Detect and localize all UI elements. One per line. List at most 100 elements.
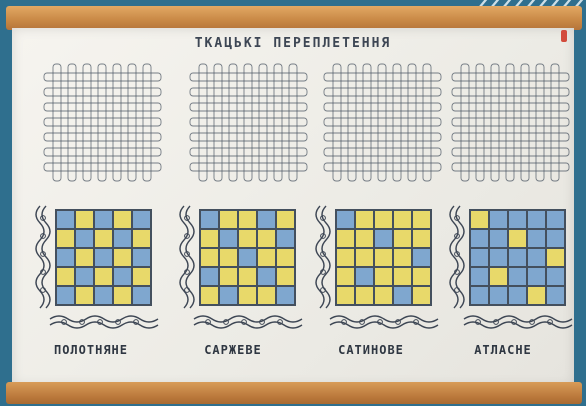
weave-cell xyxy=(258,287,275,304)
weave-cell xyxy=(413,249,430,266)
weave-cell xyxy=(133,230,150,247)
weave-cell xyxy=(57,287,74,304)
caption-atlas: АТЛАСНЕ xyxy=(448,343,558,357)
weave-cell xyxy=(258,230,275,247)
weave-cell xyxy=(413,268,430,285)
weave-cell xyxy=(337,268,354,285)
weave-cell xyxy=(509,230,526,247)
weave-cell xyxy=(356,268,373,285)
caption-plain: ПОЛОТНЯНЕ xyxy=(36,343,146,357)
weave-cell xyxy=(547,230,564,247)
weave-cell xyxy=(547,287,564,304)
weave-cell xyxy=(201,230,218,247)
weave-cell xyxy=(413,230,430,247)
weave-cell xyxy=(76,287,93,304)
weave-cell xyxy=(337,230,354,247)
weave-cell xyxy=(547,268,564,285)
weave-cell xyxy=(490,211,507,228)
weave-cell xyxy=(509,211,526,228)
weave-cell xyxy=(220,211,237,228)
weave-cell xyxy=(277,230,294,247)
weave-cell xyxy=(471,211,488,228)
weave-cell xyxy=(375,249,392,266)
weave-cell xyxy=(277,249,294,266)
weave-cell xyxy=(509,249,526,266)
weave-cell xyxy=(133,249,150,266)
weave-cell xyxy=(76,268,93,285)
weave-cell xyxy=(528,287,545,304)
weave-cell xyxy=(57,211,74,228)
weave-cell xyxy=(239,287,256,304)
weave-cell xyxy=(239,249,256,266)
weave-cell xyxy=(394,268,411,285)
weave-cell xyxy=(277,268,294,285)
weave-cell xyxy=(337,211,354,228)
weave-cell xyxy=(356,287,373,304)
weave-cell xyxy=(258,211,275,228)
weave-cell xyxy=(547,211,564,228)
weave-cell xyxy=(490,249,507,266)
weave-cell xyxy=(490,230,507,247)
weave-cell xyxy=(394,287,411,304)
weave-cell xyxy=(509,287,526,304)
weave-cell xyxy=(528,230,545,247)
weave-cell xyxy=(471,268,488,285)
weave-cell xyxy=(114,230,131,247)
weave-cell xyxy=(375,287,392,304)
weave-cell xyxy=(133,287,150,304)
caption-twill: САРЖЕВЕ xyxy=(178,343,288,357)
weave-cell xyxy=(220,249,237,266)
weave-cell xyxy=(239,230,256,247)
weave-cell xyxy=(471,249,488,266)
weave-cell xyxy=(57,230,74,247)
weave-cell xyxy=(133,268,150,285)
weave-cell xyxy=(76,249,93,266)
weave-cell xyxy=(413,211,430,228)
weave-cell xyxy=(547,249,564,266)
weave-cell xyxy=(337,287,354,304)
weave-cell xyxy=(528,211,545,228)
weave-cell xyxy=(356,230,373,247)
weave-cell xyxy=(114,211,131,228)
weave-cell xyxy=(528,249,545,266)
weave-cell xyxy=(114,268,131,285)
weave-cell xyxy=(528,268,545,285)
weave-cell xyxy=(95,287,112,304)
weave-cell xyxy=(394,230,411,247)
weave-cell xyxy=(133,211,150,228)
weave-cell xyxy=(57,268,74,285)
weave-cell xyxy=(375,211,392,228)
weave-cell xyxy=(95,268,112,285)
weave-cell xyxy=(471,287,488,304)
weave-cell xyxy=(413,287,430,304)
weave-cell xyxy=(509,268,526,285)
weave-cell xyxy=(239,268,256,285)
weave-cell xyxy=(220,268,237,285)
weave-cell xyxy=(201,249,218,266)
weave-cell xyxy=(375,268,392,285)
weave-cell xyxy=(95,230,112,247)
weave-cell xyxy=(57,249,74,266)
weave-cell xyxy=(201,287,218,304)
weave-cell xyxy=(258,268,275,285)
weave-cell xyxy=(76,230,93,247)
weave-cell xyxy=(356,211,373,228)
weave-cell xyxy=(490,268,507,285)
weave-cell xyxy=(220,287,237,304)
weave-cell xyxy=(76,211,93,228)
weave-cell xyxy=(114,287,131,304)
weave-cell xyxy=(471,230,488,247)
weave-cell xyxy=(375,230,392,247)
weave-cell xyxy=(95,211,112,228)
weave-cell xyxy=(337,249,354,266)
weave-cell xyxy=(490,287,507,304)
weave-cell xyxy=(394,249,411,266)
weave-cell xyxy=(114,249,131,266)
weave-cell xyxy=(220,230,237,247)
weave-cell xyxy=(95,249,112,266)
weave-cell xyxy=(394,211,411,228)
weave-cell xyxy=(201,211,218,228)
weave-cell xyxy=(239,211,256,228)
weave-cell xyxy=(356,249,373,266)
